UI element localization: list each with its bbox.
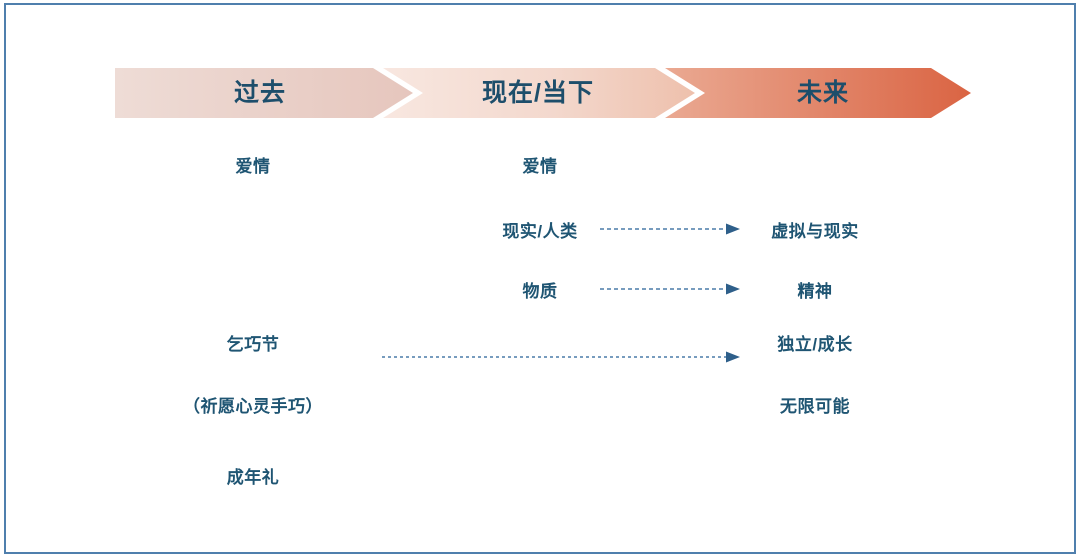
cell-future-independence: 独立/成长	[777, 335, 853, 354]
banner-label-future: 未来	[796, 79, 849, 107]
cell-present-reality: 现实/人类	[502, 222, 578, 241]
arrow-head-icon	[726, 351, 740, 363]
banner-segment-past	[115, 68, 413, 118]
cell-future-spirit: 精神	[797, 282, 833, 301]
cell-past-love: 爱情	[235, 157, 271, 176]
cell-present-material: 物质	[522, 282, 558, 301]
cell-past-coming-of-age: 成年礼	[226, 468, 280, 487]
cell-future-infinite: 无限可能	[780, 397, 850, 416]
arrow-festival-to-independence	[382, 350, 742, 364]
banner-segment-future	[665, 68, 971, 118]
cell-past-wish: （祈愿心灵手巧）	[183, 397, 323, 416]
timeline-banner: 过去 现在/当下 未来	[115, 68, 971, 118]
arrow-head-icon	[726, 223, 740, 235]
banner-shapes	[115, 68, 971, 118]
cell-past-festival: 乞巧节	[226, 335, 280, 354]
cell-future-virtual-reality: 虚拟与现实	[771, 222, 859, 241]
banner-label-group: 过去 现在/当下 未来	[115, 68, 971, 118]
arrow-head-icon	[726, 283, 740, 295]
arrow-reality-to-virtual	[600, 222, 742, 236]
banner-label-present: 现在/当下	[482, 79, 594, 107]
banner-segment-present	[383, 68, 695, 118]
banner-label-past: 过去	[233, 79, 286, 107]
arrow-material-to-spirit	[600, 282, 742, 296]
cell-present-love: 爱情	[522, 157, 558, 176]
